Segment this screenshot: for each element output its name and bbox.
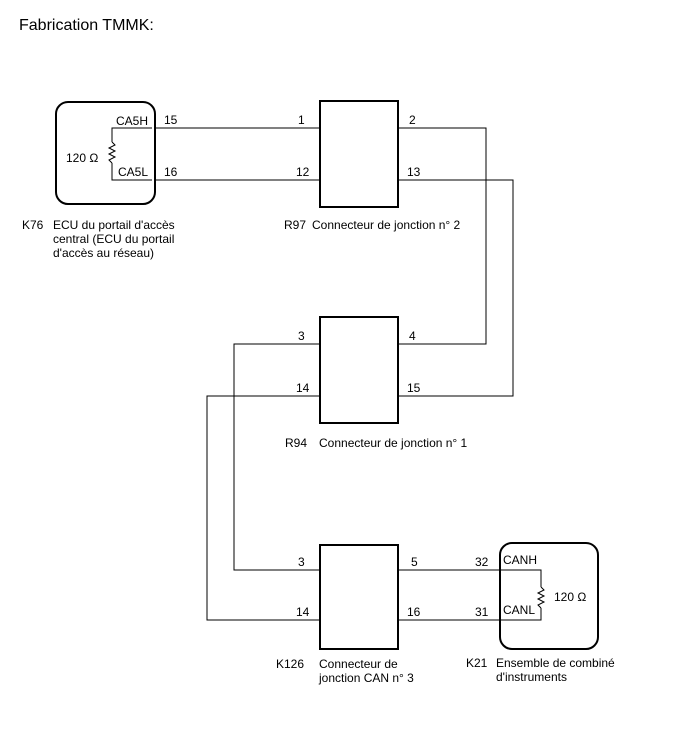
k126-name-line-1: Connecteur de [319, 657, 398, 671]
ecu-k21-termination-lines [500, 569, 542, 587]
connector-r97-body [319, 100, 399, 208]
wire-r94-3-to-k126-3 [233, 343, 320, 571]
ecu-k76-resistor-label: 120 Ω [66, 151, 98, 165]
wire-r97-2-to-r94-4 [398, 127, 487, 345]
connector-r94-body [319, 316, 399, 424]
ecu-k76-code: K76 [22, 218, 44, 232]
ecu-k76-term-ca5h: CA5H [116, 114, 148, 128]
k21-name-line-1: Ensemble de combiné [496, 656, 615, 670]
ecu-k76-pin-16: 16 [164, 165, 178, 179]
ecu-k76: 120 Ω CA5H CA5L 15 16 K76 ECU du portail… [22, 101, 178, 260]
r97-pin-1: 1 [298, 113, 305, 127]
k126-code: K126 [276, 657, 304, 671]
ecu-k21-term-canh: CANH [503, 553, 537, 567]
connector-r97: 1 2 12 13 R97 Connecteur de jonction n° … [284, 100, 461, 232]
ecu-k21-term-canl: CANL [503, 603, 535, 617]
ecu-k76-term-ca5l: CA5L [118, 165, 148, 179]
ecu-k76-termination-lines-lower [111, 163, 152, 181]
r94-pin-3: 3 [298, 329, 305, 343]
k21-code: K21 [466, 656, 488, 670]
k126-name-line-2: jonction CAN n° 3 [318, 671, 414, 685]
ecu-k21-resistor-label: 120 Ω [554, 590, 586, 604]
r97-pin-12: 12 [296, 165, 310, 179]
k126-pin-14: 14 [296, 605, 310, 619]
ecu-k76-name-line-3: d'accès au réseau) [53, 246, 154, 260]
k126-pin-16: 16 [407, 605, 421, 619]
connector-r94: 3 4 14 15 R94 Connecteur de jonction n° … [285, 316, 468, 450]
r97-pin-13: 13 [407, 165, 421, 179]
r94-pin-14: 14 [296, 381, 310, 395]
diagram-title: Fabrication TMMK: [19, 17, 154, 34]
ecu-k76-name-line-2: central (ECU du portail [53, 232, 174, 246]
connector-k126-body [319, 544, 399, 650]
k21-pin-31: 31 [475, 605, 489, 619]
wiring [155, 127, 514, 621]
k126-pin-5: 5 [411, 555, 418, 569]
r94-code: R94 [285, 436, 307, 450]
r94-pin-15: 15 [407, 381, 421, 395]
r97-code: R97 [284, 218, 306, 232]
r94-name: Connecteur de jonction n° 1 [319, 436, 468, 450]
ecu-k76-pin-15: 15 [164, 113, 178, 127]
ecu-k21-resistor-icon [536, 586, 546, 609]
r97-name: Connecteur de jonction n° 2 [312, 218, 461, 232]
ecu-k76-resistor-icon [107, 141, 117, 164]
k126-pin-3: 3 [298, 555, 305, 569]
ecu-k76-name-line-1: ECU du portail d'accès [53, 218, 175, 232]
ecu-k21-termination-lines-lower [500, 608, 542, 621]
r94-pin-4: 4 [409, 329, 416, 343]
ecu-k76-termination-lines [111, 127, 152, 142]
r97-pin-2: 2 [409, 113, 416, 127]
wire-r94-14-to-k126-14 [206, 395, 320, 621]
k21-pin-32: 32 [475, 555, 489, 569]
wire-r97-13-to-r94-15 [398, 179, 514, 397]
connector-k126: 3 5 14 16 K126 Connecteur de jonction CA… [276, 544, 421, 685]
ecu-k21: 120 Ω CANH CANL 32 31 K21 Ensemble de co… [466, 542, 615, 684]
k21-name-line-2: d'instruments [496, 670, 567, 684]
